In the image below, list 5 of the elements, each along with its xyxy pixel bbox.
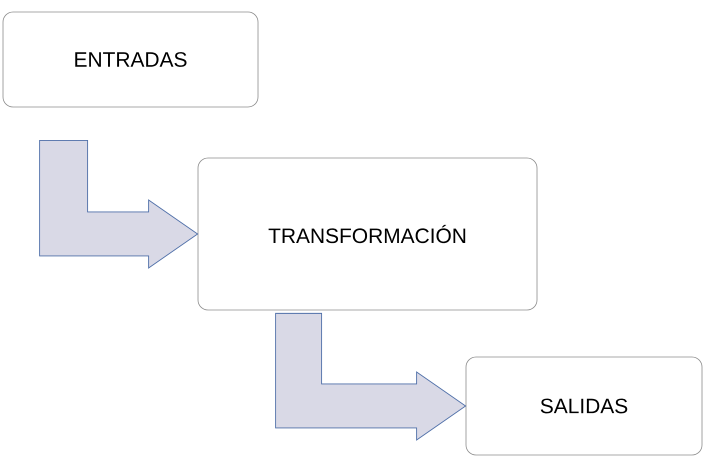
bent-arrow	[39, 140, 198, 269]
bent-arrow	[275, 312, 466, 441]
process-box: ENTRADAS	[2, 12, 258, 108]
process-box: TRANSFORMACIÓN	[198, 158, 538, 310]
process-box: SALIDAS	[466, 356, 702, 456]
